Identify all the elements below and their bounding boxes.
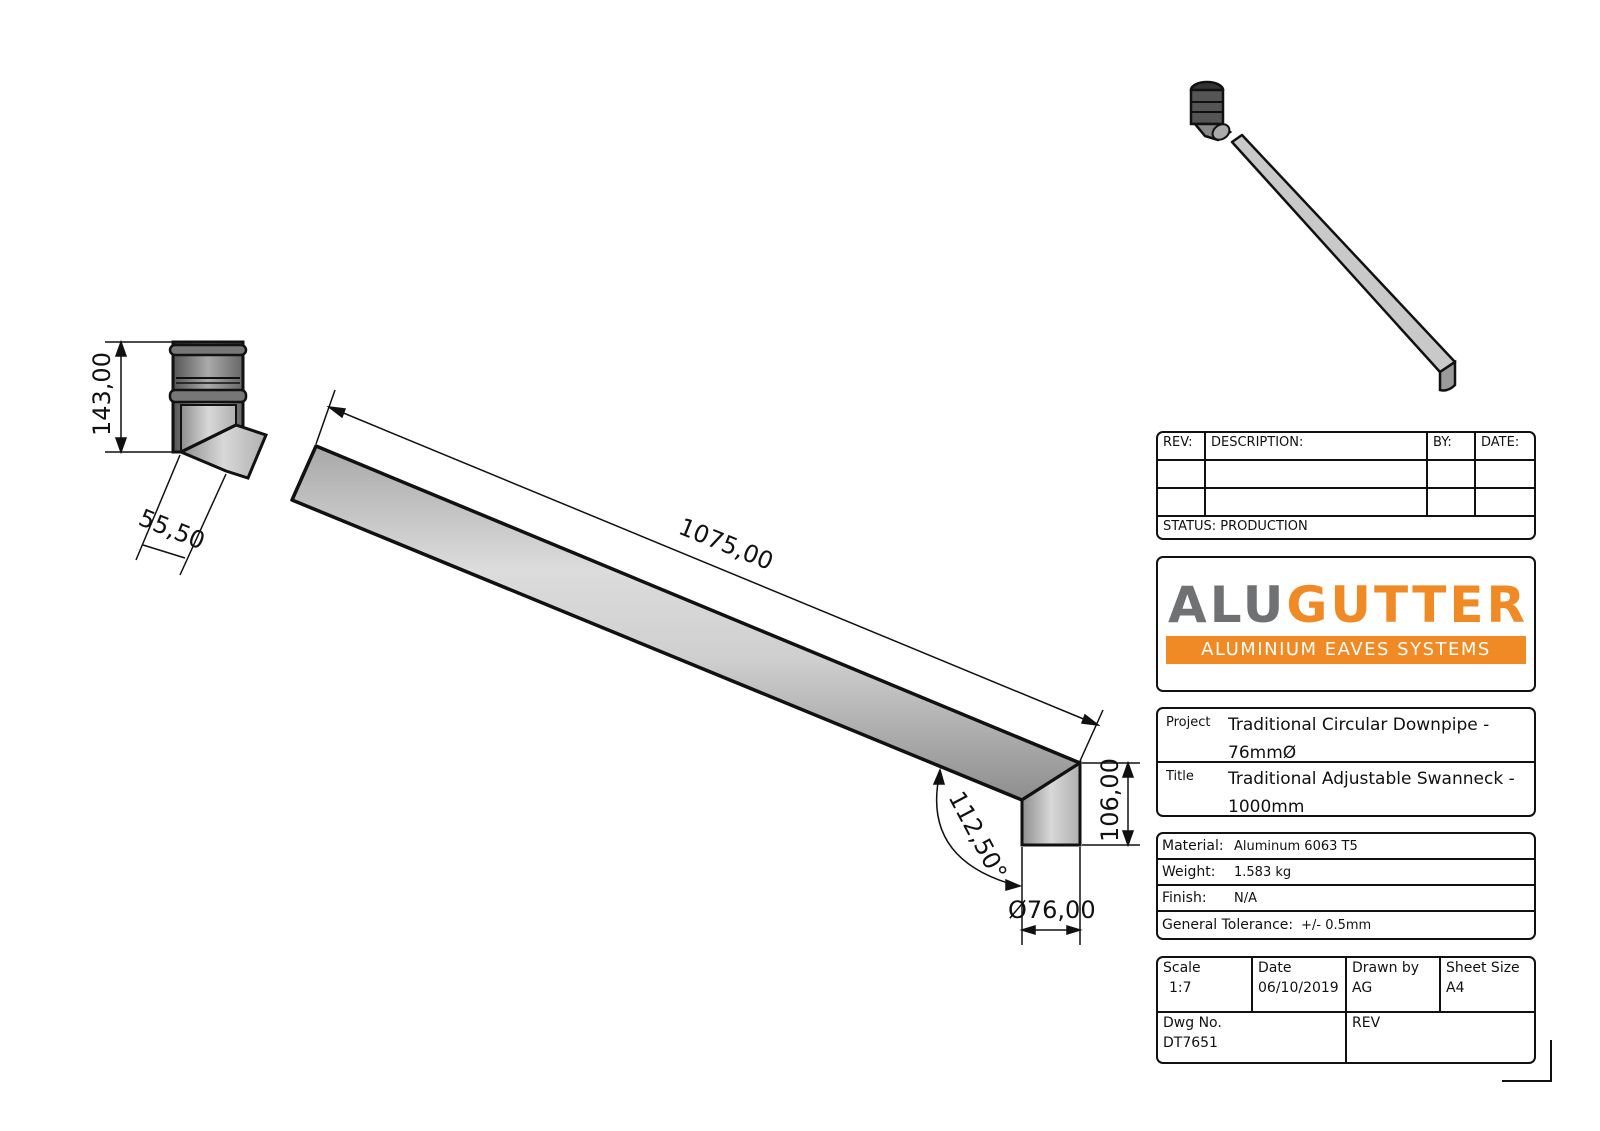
company-logo: ALUGUTTER ALUMINIUM EAVES SYSTEMS <box>1156 556 1536 692</box>
fitting-side-view <box>168 340 269 480</box>
dim-bend-angle <box>932 767 1023 891</box>
dim-pipe-diameter-label: Ø76,00 <box>1008 896 1096 924</box>
logo-wordmark: ALUGUTTER <box>1168 576 1529 634</box>
revision-table: REV: DESCRIPTION: BY: DATE: STATUS: PROD… <box>1156 431 1536 540</box>
dwg-no-value: DT7651 <box>1163 1035 1218 1051</box>
revision-row <box>1158 487 1534 517</box>
dim-offset-drop <box>1082 760 1140 848</box>
title-value: Traditional Adjustable Swanneck - 1000mm <box>1228 769 1515 817</box>
dim-fitting-height <box>105 339 180 455</box>
title-label: Title <box>1166 769 1194 784</box>
drawn-by-value: AG <box>1352 980 1373 996</box>
dim-fitting-height-label: 143,00 <box>88 352 116 436</box>
weight-value: 1.583 kg <box>1234 864 1292 880</box>
dim-offset-drop-label: 106,00 <box>1096 758 1124 842</box>
tolerance-value: +/- 0.5mm <box>1301 917 1372 933</box>
by-header: BY: <box>1426 433 1476 461</box>
dim-pipe-diameter <box>1019 847 1083 945</box>
status-label: STATUS: PRODUCTION <box>1158 515 1534 538</box>
material-value: Aluminum 6063 T5 <box>1234 838 1358 854</box>
date-header: DATE: <box>1474 433 1534 461</box>
revision-row <box>1158 459 1534 489</box>
tolerance-label: General Tolerance: <box>1162 917 1294 933</box>
dim-fitting-offset <box>135 454 227 576</box>
finish-label: Finish: <box>1162 890 1207 906</box>
finish-value: N/A <box>1234 890 1257 906</box>
dwg-no-cell: Dwg No. DT7651 <box>1158 1011 1347 1062</box>
dim-pipe-length-label: 1075,00 <box>675 513 778 576</box>
scale-cell: Scale 1:7 <box>1158 958 1253 1013</box>
material-label: Material: <box>1162 838 1224 854</box>
material-info: Material: Aluminum 6063 T5 Weight: 1.583… <box>1156 832 1536 940</box>
sheet-size-value: A4 <box>1446 980 1465 996</box>
logo-tagline: ALUMINIUM EAVES SYSTEMS <box>1166 636 1526 664</box>
sheet-size-cell: Sheet Size A4 <box>1439 958 1534 1013</box>
swanneck-pipe-front-view <box>290 444 1082 847</box>
dim-pipe-length <box>315 389 1104 762</box>
sheet-corner-mark <box>1502 1040 1552 1082</box>
scale-value: 1:7 <box>1169 980 1192 996</box>
description-header: DESCRIPTION: <box>1204 433 1428 461</box>
isometric-preview <box>1189 80 1457 392</box>
project-label: Project <box>1166 715 1211 730</box>
sheet-info: Scale 1:7 Date 06/10/2019 Drawn by AG Sh… <box>1156 956 1536 1064</box>
drawn-by-cell: Drawn by AG <box>1345 958 1441 1013</box>
project-info: Project Traditional Circular Downpipe - … <box>1156 707 1536 817</box>
dim-fitting-offset-label: 55,50 <box>135 504 209 556</box>
rev-cell: REV <box>1345 1011 1534 1062</box>
date-value: 06/10/2019 <box>1258 980 1339 996</box>
project-value: Traditional Circular Downpipe - 76mmØ <box>1228 715 1490 763</box>
rev-header: REV: <box>1158 433 1206 461</box>
weight-label: Weight: <box>1162 864 1216 880</box>
date-cell: Date 06/10/2019 <box>1251 958 1347 1013</box>
